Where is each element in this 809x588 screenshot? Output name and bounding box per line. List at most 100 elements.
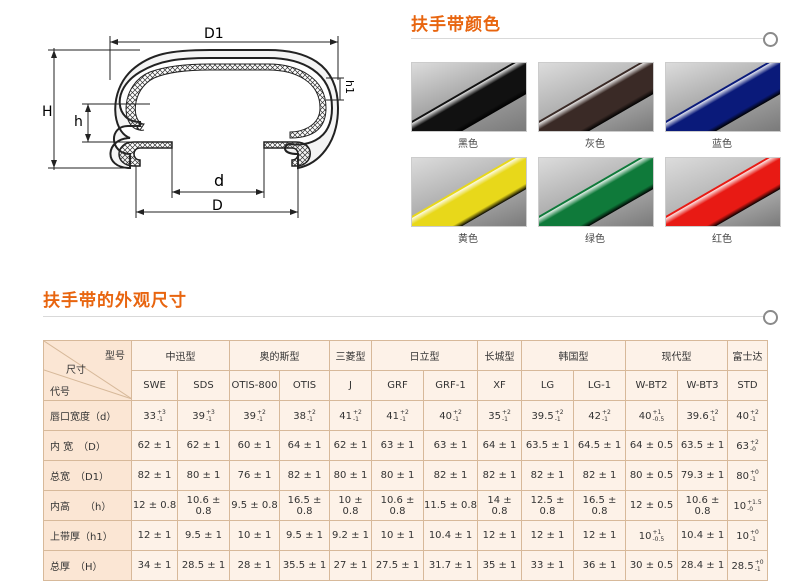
table-cell: 63 ± 1 (423, 430, 478, 461)
model-header-1: SDS (177, 370, 230, 401)
cell-value: 10 (638, 530, 652, 542)
colors-section-title: 扶手带颜色 (411, 15, 501, 35)
cell-value: 36 ± 1 (582, 560, 617, 571)
cell-value: 31.7 ± 1 (428, 560, 473, 571)
label-D: D (212, 198, 223, 214)
cell-value: 42 (588, 410, 601, 422)
cell-tolerance: +2-1 (352, 408, 362, 423)
cell-value: 30 ± 0.5 (629, 560, 674, 571)
colors-section-ring-icon (763, 32, 778, 47)
table-corner-cell: 型号尺寸代号 (43, 340, 132, 401)
table-cell: 80 ± 1 (329, 460, 372, 491)
cell-value: 60 ± 1 (237, 440, 272, 451)
cell-value: 9.5 ± 1 (184, 530, 222, 541)
table-cell: 62 ± 1 (329, 430, 372, 461)
cell-value: 63 (736, 440, 749, 452)
table-cell: 40+2-1 (727, 400, 768, 431)
row-label-4: 上带厚（h1） (43, 520, 132, 551)
cell-value: 39 (243, 410, 256, 422)
cell-value: 62 ± 1 (333, 440, 368, 451)
table-cell: 41+2-1 (371, 400, 424, 431)
cell-value: 63 ± 1 (380, 440, 415, 451)
table-cell: 34 ± 1 (131, 550, 178, 581)
color-swatch-label-0: 黑色 (458, 139, 478, 150)
row-label-1: 内 宽 （D） (43, 430, 132, 461)
cell-value: 62 ± 1 (186, 440, 221, 451)
table-cell: 36 ± 1 (573, 550, 626, 581)
cell-tolerance: +3-1 (205, 408, 215, 423)
cell-value: 10.6 ± 0.8 (380, 494, 415, 517)
handrail-outer-profile (109, 49, 340, 170)
label-d: d (214, 171, 224, 190)
cell-value: 12 ± 1 (530, 530, 565, 541)
cell-value: 10 ± 0.8 (338, 494, 363, 517)
table-cell: 10.4 ± 1 (423, 520, 478, 551)
cell-value: 38 (293, 410, 306, 422)
cell-value: 82 ± 1 (287, 470, 322, 481)
table-cell: 10.6 ± 0.8 (177, 490, 230, 521)
cell-value: 82 ± 1 (137, 470, 172, 481)
label-H: H (42, 104, 53, 120)
cell-value: 10 (733, 500, 747, 512)
table-cell: 80+0-1 (727, 460, 768, 491)
cell-value: 28.5 (731, 560, 754, 572)
model-header-4: J (329, 370, 372, 401)
colors-section-divider (411, 38, 765, 39)
table-cell: 35.5 ± 1 (279, 550, 330, 581)
color-swatch-label-5: 红色 (712, 234, 732, 245)
label-h1: h1 (343, 80, 356, 94)
cell-value: 80 (736, 470, 749, 482)
color-swatch-5 (665, 157, 781, 227)
cell-value: 64 ± 1 (482, 440, 517, 451)
cell-tolerance: +2-1 (709, 408, 719, 423)
table-cell: 10.6 ± 0.8 (677, 490, 728, 521)
table-cell: 10+0-1 (727, 520, 768, 551)
table-cell: 40+2-1 (423, 400, 478, 431)
cell-value: 12 ± 1 (482, 530, 517, 541)
cell-value: 80 ± 1 (380, 470, 415, 481)
model-header-10: W-BT2 (625, 370, 678, 401)
table-cell: 60 ± 1 (229, 430, 280, 461)
cell-tolerance: +2-1 (306, 408, 316, 423)
cell-value: 12 ± 0.5 (629, 500, 674, 511)
table-cell: 12 ± 1 (477, 520, 522, 551)
cell-value: 35 (488, 410, 501, 422)
brand-header-1: 奥的斯型 (229, 340, 330, 371)
brand-header-0: 中迅型 (131, 340, 230, 371)
model-header-5: GRF (371, 370, 424, 401)
cell-value: 10 ± 1 (237, 530, 272, 541)
cell-value: 63 ± 1 (433, 440, 468, 451)
dims-section-divider (43, 316, 765, 317)
cell-value: 80 ± 0.5 (629, 470, 674, 481)
cell-value: 10.6 ± 0.8 (685, 494, 720, 517)
color-swatch-3 (411, 157, 527, 227)
dims-section-title: 扶手带的外观尺寸 (43, 291, 187, 311)
table-cell: 42+2-1 (573, 400, 626, 431)
cell-tolerance: +2-1 (501, 408, 511, 423)
table-cell: 64.5 ± 1 (573, 430, 626, 461)
table-cell: 82 ± 1 (279, 460, 330, 491)
table-cell: 27.5 ± 1 (371, 550, 424, 581)
model-header-7: XF (477, 370, 522, 401)
cell-value: 40 (638, 410, 652, 422)
table-cell: 80 ± 1 (371, 460, 424, 491)
model-header-6: GRF-1 (423, 370, 478, 401)
cell-value: 39.6 (686, 410, 709, 422)
cell-tolerance: +2-1 (554, 408, 564, 423)
table-cell: 28.4 ± 1 (677, 550, 728, 581)
cell-value: 27.5 ± 1 (375, 560, 420, 571)
color-swatch-1 (538, 62, 654, 132)
cell-value: 10.6 ± 0.8 (186, 494, 221, 517)
table-cell: 10 ± 1 (229, 520, 280, 551)
table-cell: 12.5 ± 0.8 (521, 490, 574, 521)
cell-value: 16.5 ± 0.8 (287, 494, 322, 517)
cell-value: 28 ± 1 (237, 560, 272, 571)
color-swatch-0 (411, 62, 527, 132)
table-cell: 12 ± 0.5 (625, 490, 678, 521)
table-cell: 79.3 ± 1 (677, 460, 728, 491)
